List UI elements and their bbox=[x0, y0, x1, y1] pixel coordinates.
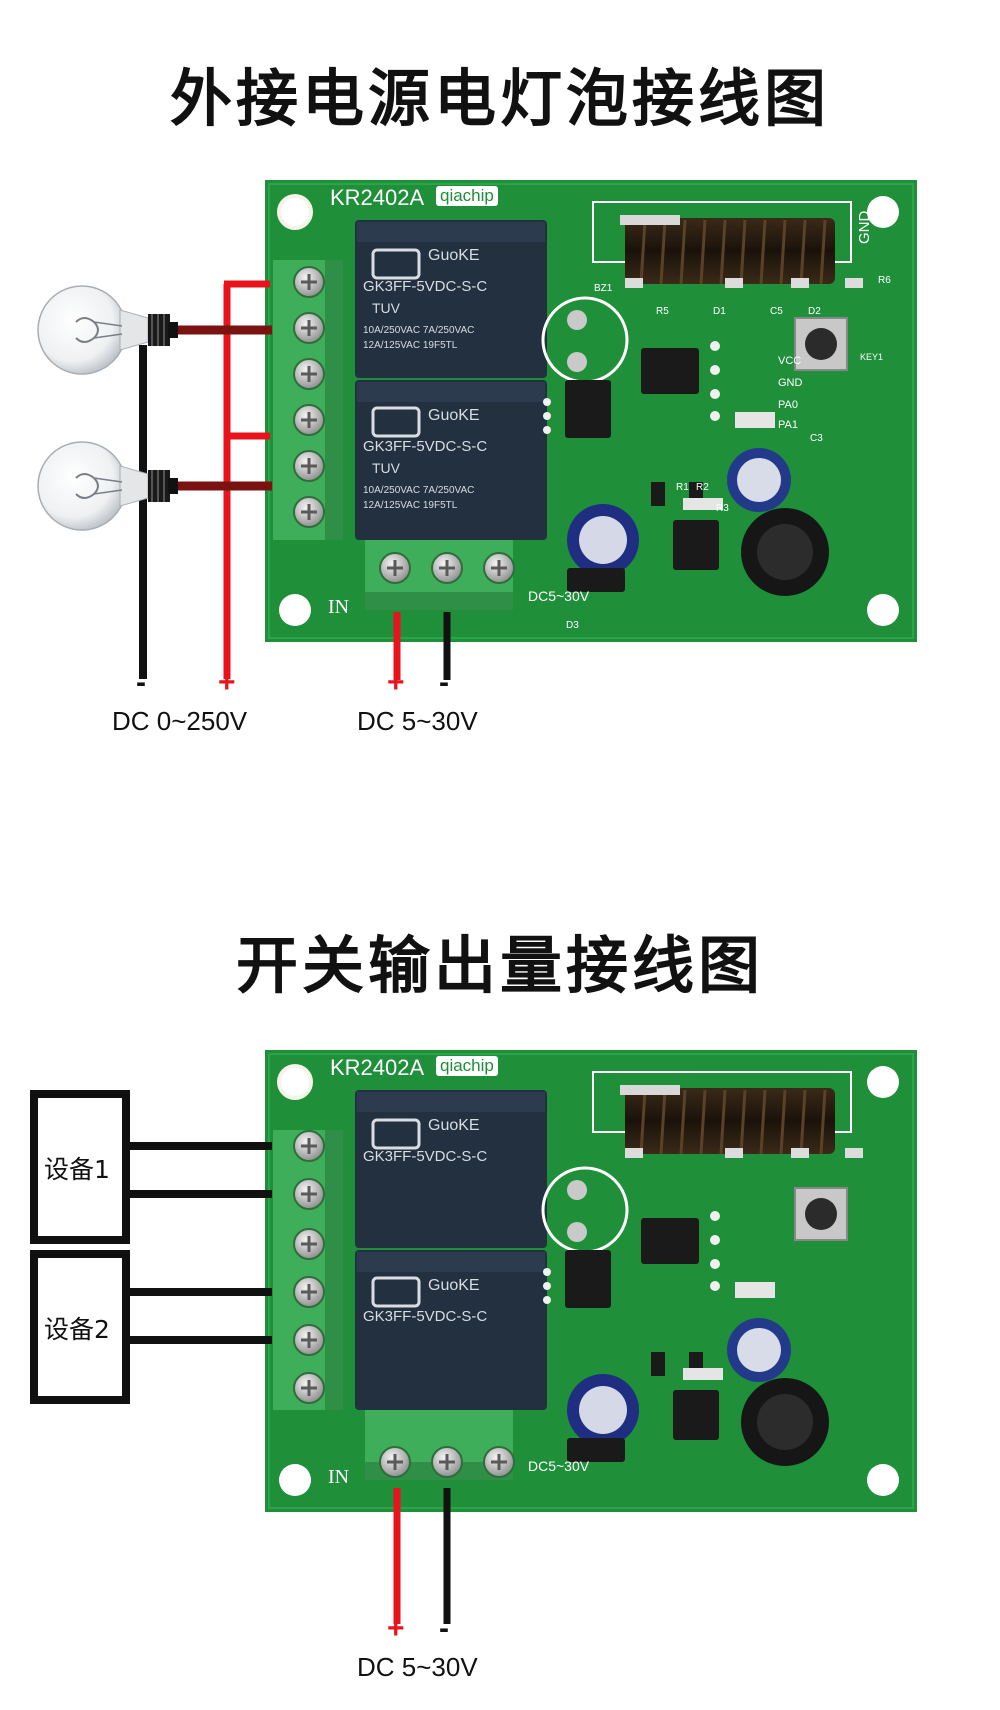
diagram1-comp-r6: R6 bbox=[878, 275, 891, 286]
diagram1-relay1-cert: TUV bbox=[372, 300, 400, 316]
diagram2-relay1-model: GK3FF-5VDC-S-C bbox=[363, 1148, 488, 1165]
diagram1-comp-r2: R2 bbox=[696, 482, 709, 493]
diagram1-wiring bbox=[139, 280, 451, 680]
diagram1-bulb-2-icon bbox=[37, 441, 179, 531]
device-2-label: 设备2 bbox=[44, 1315, 110, 1344]
device-2-box bbox=[30, 1250, 130, 1404]
diagram1-relay2-model: GK3FF-5VDC-S-C bbox=[363, 438, 488, 455]
diagram1-board-model: KR2402A bbox=[330, 185, 425, 210]
diagram1-comp-d1: D1 bbox=[713, 306, 726, 317]
diagram1-relay2-cert: TUV bbox=[372, 460, 400, 476]
diagram1-pin-pa0: PA0 bbox=[778, 399, 798, 411]
diagram2-title: 开关输出量接线图 bbox=[235, 929, 764, 1002]
diagram1-comp-bz1: BZ1 bbox=[594, 283, 613, 294]
diagram2-board-supply-label: DC 5~30V bbox=[357, 1652, 478, 1682]
diagram1-comp-r5: R5 bbox=[656, 306, 669, 317]
diagram1-bulb-1-icon bbox=[37, 285, 179, 375]
diagram2-board bbox=[263, 1048, 919, 1514]
diagram2-board-model: KR2402A bbox=[330, 1055, 425, 1080]
diagram1-comp-key1: KEY1 bbox=[860, 352, 884, 362]
device-1-label: 设备1 bbox=[44, 1155, 110, 1184]
diagram2-board-minus: - bbox=[439, 1612, 449, 1645]
diagram1-comp-d2: D2 bbox=[808, 306, 821, 317]
diagram2-wiring bbox=[126, 1142, 451, 1624]
diagram2-dc-mark: DC5~30V bbox=[528, 1458, 590, 1474]
diagram1-comp-r3: R3 bbox=[716, 503, 729, 514]
diagram1-gnd-label: GND bbox=[856, 210, 873, 244]
diagram1-board-brand: qiachip bbox=[436, 186, 498, 206]
diagram1-board-minus: - bbox=[439, 666, 449, 699]
diagram1-bottom-terminal-screws bbox=[378, 551, 516, 585]
diagram2-relay2-model: GK3FF-5VDC-S-C bbox=[363, 1308, 488, 1325]
diagram1-comp-d3: D3 bbox=[566, 620, 579, 631]
diagram1-board-plus: + bbox=[387, 666, 405, 699]
diagram2-in-label: IN bbox=[328, 1466, 350, 1488]
diagram1-board-supply-label: DC 5~30V bbox=[357, 706, 478, 736]
diagram1-relay2-brand: GuoKE bbox=[428, 407, 480, 424]
diagram1-in-label: IN bbox=[328, 596, 350, 618]
diagram1-board bbox=[263, 178, 919, 644]
diagram2-board-brand: qiachip bbox=[436, 1056, 498, 1076]
diagram1-title: 外接电源电灯泡接线图 bbox=[169, 62, 830, 135]
diagram1-load-supply-label: DC 0~250V bbox=[112, 706, 248, 736]
diagram1-relay1-model: GK3FF-5VDC-S-C bbox=[363, 278, 488, 295]
diagram1-relay2-rating2: 12A/125VAC 19F5TL bbox=[363, 500, 458, 511]
diagram1-pin-gnd: GND bbox=[778, 377, 803, 389]
diagram1-relay1-brand: GuoKE bbox=[428, 247, 480, 264]
diagram1-comp-r1: R1 bbox=[676, 482, 689, 493]
diagram1-dc-mark: DC5~30V bbox=[528, 588, 590, 604]
diagram1-comp-c5: C5 bbox=[770, 306, 783, 317]
diagram1-relay1-rating2: 12A/125VAC 19F5TL bbox=[363, 340, 458, 351]
diagram1-relay1-rating1: 10A/250VAC 7A/250VAC bbox=[363, 325, 475, 336]
diagram1-pin-vcc: VCC bbox=[778, 355, 802, 367]
diagram2-bottom-terminal-screws bbox=[378, 1445, 516, 1479]
diagram2-relay2-brand: GuoKE bbox=[428, 1277, 480, 1294]
diagram2-board-plus: + bbox=[387, 1612, 405, 1645]
diagram1-relay2-rating1: 10A/250VAC 7A/250VAC bbox=[363, 485, 475, 496]
diagram2-relay1-brand: GuoKE bbox=[428, 1117, 480, 1134]
device-1-box bbox=[30, 1090, 130, 1244]
diagram1-load-plus: + bbox=[218, 666, 236, 699]
diagram1-comp-c3: C3 bbox=[810, 433, 823, 444]
diagram1-load-minus: - bbox=[136, 666, 146, 699]
diagram1-pin-pa1: PA1 bbox=[778, 419, 798, 431]
